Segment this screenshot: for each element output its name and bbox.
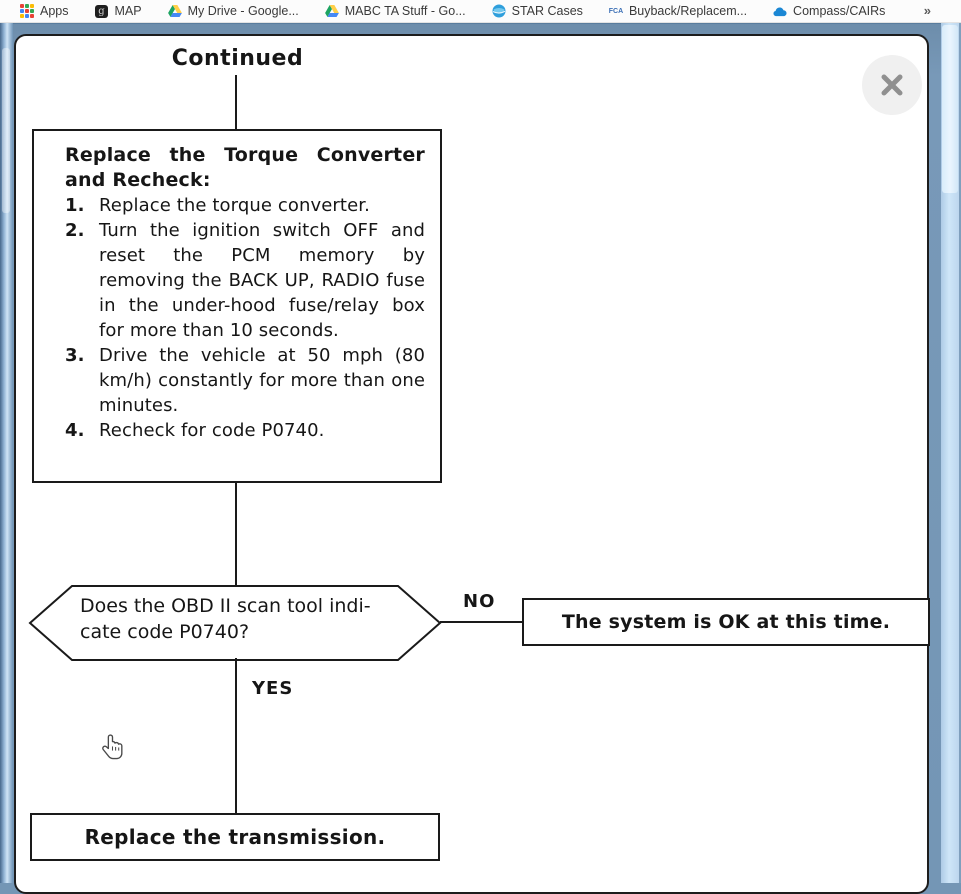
bookmark-label: My Drive - Google... (187, 4, 299, 18)
left-edge-highlight (2, 48, 10, 213)
bookmark-buyback[interactable]: FCA Buyback/Replacem... (609, 4, 747, 18)
bookmark-apps[interactable]: Apps (20, 4, 69, 18)
bookmark-label: STAR Cases (511, 4, 583, 18)
hand-cursor-icon (100, 734, 125, 768)
fca-favicon-icon: FCA (608, 7, 624, 15)
map-favicon-icon: g (95, 4, 109, 18)
cloud-icon (773, 4, 787, 18)
google-drive-icon (167, 4, 182, 18)
process-step: 4. Recheck for code P0740. (65, 420, 325, 441)
continued-label: Continued (171, 46, 304, 71)
process-box-title: Replace the Torque Converter and Recheck… (65, 144, 425, 191)
no-branch-label: NO (463, 591, 496, 612)
globe-icon (492, 4, 506, 18)
connector-line (235, 75, 237, 129)
apps-grid-icon (20, 4, 34, 18)
right-edge-line (959, 23, 961, 883)
scrollbar-thumb[interactable] (942, 25, 958, 193)
yes-branch-label: YES (252, 678, 294, 699)
google-drive-icon (324, 4, 339, 18)
bookmark-mabc-ta-stuff[interactable]: MABC TA Stuff - Go... (324, 4, 466, 18)
close-button[interactable] (862, 55, 922, 115)
bookmark-label: Buyback/Replacem... (628, 4, 748, 18)
bookmark-label: Apps (40, 4, 69, 18)
decision-hexagon (28, 585, 442, 661)
close-icon (881, 74, 903, 96)
process-step: 3. Drive the vehicle at 50 mph (80 km/h)… (65, 345, 425, 416)
connector-line (235, 658, 237, 813)
bookmark-label: MABC TA Stuff - Go... (344, 4, 466, 18)
bookmark-star-cases[interactable]: STAR Cases (492, 4, 583, 18)
terminal-box-replace-transmission: Replace the transmission. (30, 813, 440, 861)
bookmark-label: MAP (114, 4, 142, 18)
left-edge-strip (0, 23, 13, 883)
connector-line (440, 621, 522, 623)
bookmark-map[interactable]: g MAP (95, 4, 142, 18)
bookmark-my-drive[interactable]: My Drive - Google... (167, 4, 299, 18)
bookmark-compass-cairs[interactable]: Compass/CAIRs (773, 4, 885, 18)
vertical-scrollbar[interactable] (941, 23, 959, 883)
bookmark-label: Compass/CAIRs (793, 4, 886, 18)
process-step: 2. Turn the ignition switch OFF and rese… (65, 220, 425, 341)
connector-line (235, 483, 237, 586)
bookmarks-bar: Apps g MAP My Drive - Google... MABC TA … (0, 0, 961, 23)
process-box-replace-torque-converter: Replace the Torque Converter and Recheck… (32, 129, 442, 483)
decision-text: Does the OBD II scan tool indi- cate cod… (80, 595, 371, 643)
process-step: 1. Replace the torque converter. (65, 195, 370, 216)
terminal-box-system-ok: The system is OK at this time. (522, 598, 930, 646)
bookmarks-overflow-chevron-icon[interactable]: » (923, 3, 931, 18)
